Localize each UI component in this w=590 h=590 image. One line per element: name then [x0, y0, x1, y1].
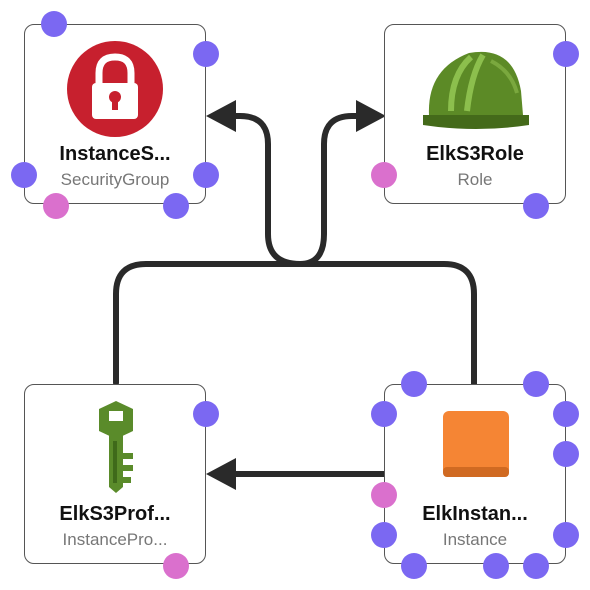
- lock-icon: [67, 41, 163, 137]
- port-handle[interactable]: [371, 522, 397, 548]
- port-handle[interactable]: [523, 371, 549, 397]
- node-instance-profile[interactable]: ElkS3Prof... InstancePro...: [24, 384, 206, 564]
- connection-handle[interactable]: [371, 162, 397, 188]
- port-handle[interactable]: [523, 553, 549, 579]
- edge-trunk-to-instance-profile: [113, 261, 303, 386]
- port-handle[interactable]: [401, 371, 427, 397]
- port-handle[interactable]: [523, 193, 549, 219]
- ec2-instance-icon: [443, 411, 509, 477]
- node-instance[interactable]: ElkInstan... Instance: [384, 384, 566, 564]
- node-type: Instance: [442, 530, 508, 549]
- node-security-group[interactable]: InstanceS... SecurityGroup: [24, 24, 206, 204]
- node-role[interactable]: ElkS3Role Role: [384, 24, 566, 204]
- arrowhead-role: [356, 100, 386, 132]
- port-handle[interactable]: [553, 401, 579, 427]
- node-title: ElkInstan...: [422, 503, 528, 525]
- node-title: ElkS3Role: [426, 143, 524, 165]
- port-handle[interactable]: [11, 162, 37, 188]
- port-handle[interactable]: [553, 41, 579, 67]
- node-type: InstancePro...: [62, 530, 168, 549]
- node-title: ElkS3Prof...: [59, 503, 171, 525]
- arrowhead-security-group: [206, 100, 236, 132]
- node-title: InstanceS...: [59, 143, 171, 165]
- edge-instance-to-security-group: [229, 113, 477, 388]
- edge-instance-to-role: [297, 113, 363, 267]
- node-type: SecurityGroup: [60, 170, 170, 189]
- connection-handle[interactable]: [163, 553, 189, 579]
- port-handle[interactable]: [553, 522, 579, 548]
- port-handle[interactable]: [553, 441, 579, 467]
- port-handle[interactable]: [371, 401, 397, 427]
- node-type: Role: [457, 170, 493, 189]
- port-handle[interactable]: [193, 162, 219, 188]
- connection-handle[interactable]: [43, 193, 69, 219]
- arrowhead-instance-profile: [206, 458, 236, 490]
- port-handle[interactable]: [193, 401, 219, 427]
- connection-handle[interactable]: [371, 482, 397, 508]
- port-handle[interactable]: [401, 553, 427, 579]
- port-handle[interactable]: [193, 41, 219, 67]
- helmet-icon: [423, 51, 529, 129]
- port-handle[interactable]: [483, 553, 509, 579]
- port-handle[interactable]: [163, 193, 189, 219]
- key-icon: [99, 401, 133, 493]
- port-handle[interactable]: [41, 11, 67, 37]
